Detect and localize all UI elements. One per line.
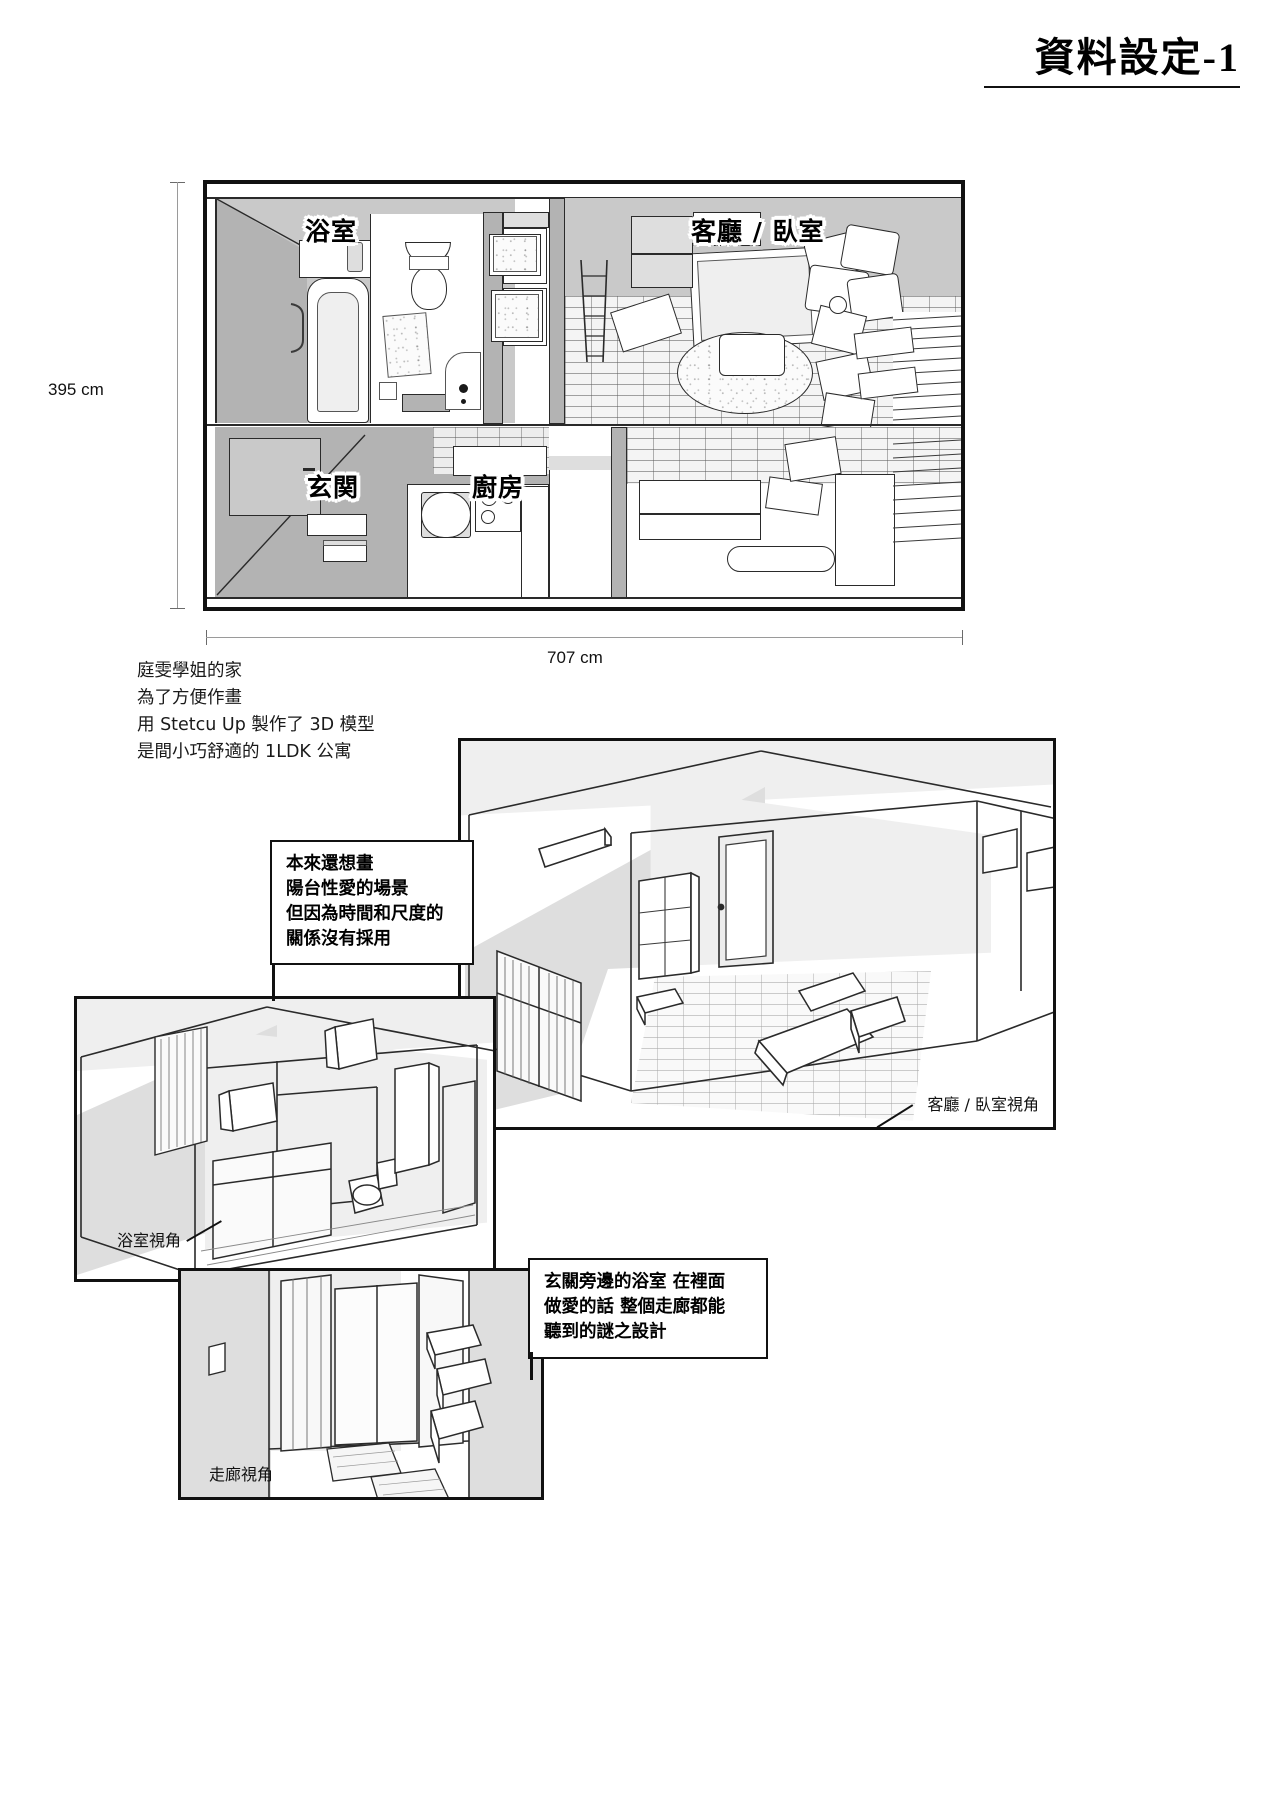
mid-band-line <box>207 424 961 426</box>
view-label-living-bedroom: 客廳 / 臥室視角 <box>927 1095 1039 1114</box>
kitchen-cabinet-column <box>549 456 613 602</box>
low-shelf-1 <box>639 480 761 514</box>
toilet-tank <box>409 256 449 270</box>
plan-bottom-strip <box>207 598 961 607</box>
view-label-bathroom: 浴室視角 <box>117 1231 182 1250</box>
bathroom-bottle <box>347 242 363 272</box>
dim-line-horizontal <box>206 637 963 638</box>
bathroom-step-stool <box>402 394 450 412</box>
view-label-hallway: 走廊視角 <box>209 1465 274 1484</box>
bathroom-ceiling-diagonal <box>214 197 314 253</box>
hv-linework <box>208 1271 492 1497</box>
long-cushion <box>727 546 835 572</box>
bathroom-note-bubble: 玄關旁邊的浴室 在裡面 做愛的話 整個走廊都能 聽到的謎之設計 <box>528 1258 768 1359</box>
bathroom-edge-left <box>215 198 217 423</box>
lower-balcony-slats <box>892 439 961 543</box>
balcony-note-bubble: 本來還想畫 陽台性愛的場景 但因為時間和尺度的 關係沒有採用 <box>270 840 474 966</box>
lb-floor-texture <box>631 971 931 1121</box>
bath-mat <box>382 312 432 378</box>
central-wall-upper <box>549 198 565 424</box>
ladder <box>580 259 608 363</box>
dim-cap-right <box>962 630 963 645</box>
ball <box>829 296 847 314</box>
bv-linework <box>80 1006 493 1276</box>
bathroom-knob-b <box>461 399 466 404</box>
page-header: 資料設定-1 <box>984 38 1240 88</box>
view-panel-living-bedroom: 客廳 / 臥室視角 <box>458 738 1056 1130</box>
central-wall-lower <box>611 427 627 602</box>
rug-cushion <box>719 334 785 376</box>
stove-burner-2 <box>501 490 515 504</box>
page-title: 資料設定-1 <box>1034 35 1240 80</box>
bathroom-note-tail <box>530 1352 533 1380</box>
entrance-shoe-box-top <box>323 540 367 546</box>
hv-left-wall <box>181 1271 271 1497</box>
toilet <box>411 266 447 310</box>
room-label-entrance: 玄関 <box>307 473 360 502</box>
dim-line-vertical <box>177 182 178 609</box>
dimension-height-label: 395 cm <box>48 380 104 399</box>
room-label-kitchen: 廚房 <box>472 473 525 502</box>
entrance-door <box>229 438 321 516</box>
stove-burner-3 <box>481 510 495 524</box>
view-panel-hallway: 走廊視角 <box>178 1268 544 1500</box>
plan-top-strip-line <box>207 197 961 199</box>
bathtub-handrail <box>290 303 304 353</box>
plan-bottom-line <box>207 597 961 599</box>
kitchen-cabinet-top <box>549 456 613 470</box>
overhead-cabinet-3 <box>631 254 693 288</box>
bathtub-inner <box>317 292 359 412</box>
bathroom-knob-a <box>459 384 468 393</box>
bathroom-divider-line <box>370 214 372 423</box>
kitchen-fridge <box>521 486 549 602</box>
title-underline <box>984 86 1240 88</box>
entrance-shoe-box <box>323 544 367 562</box>
floor-plan-section: 395 cm 707 cm <box>0 180 1000 667</box>
box-2 <box>784 436 842 482</box>
floor-plan-caption: 庭雯學姐的家 為了方便作畫 用 Stetcu Up 製作了 3D 模型 是間小巧… <box>137 661 375 763</box>
plan-top-strip <box>207 184 961 198</box>
entrance-door-handle <box>303 468 315 471</box>
floor-plan-drawing: 浴室 客廳 / 臥室 玄関 廚房 <box>203 180 965 611</box>
overhead-cabinet-2 <box>693 212 761 246</box>
hall-shelf-1-contents <box>493 236 537 272</box>
lb-linework <box>468 750 1053 1103</box>
view-panel-bathroom: 浴室視角 <box>74 996 496 1282</box>
balcony-note-tail <box>272 963 275 1001</box>
entrance-shelf <box>307 514 367 536</box>
bathroom-small-item <box>379 382 397 400</box>
stove-burner-1 <box>481 490 497 506</box>
dim-cap-bottom <box>170 608 185 609</box>
hall-shelf-2-contents <box>495 294 539 338</box>
low-shelf-2 <box>639 514 761 540</box>
bath-door-header <box>503 212 549 228</box>
side-shelves <box>835 474 895 586</box>
overhead-cabinet-1 <box>631 216 693 254</box>
dimension-width-label: 707 cm <box>547 648 603 667</box>
room-label-bathroom: 浴室 <box>305 217 358 246</box>
bed-sheet <box>696 255 814 341</box>
kitchen-sink-basin <box>421 492 471 538</box>
kitchen-counter-back <box>453 446 547 476</box>
room-label-living-bedroom: 客廳 / 臥室 <box>691 217 825 246</box>
